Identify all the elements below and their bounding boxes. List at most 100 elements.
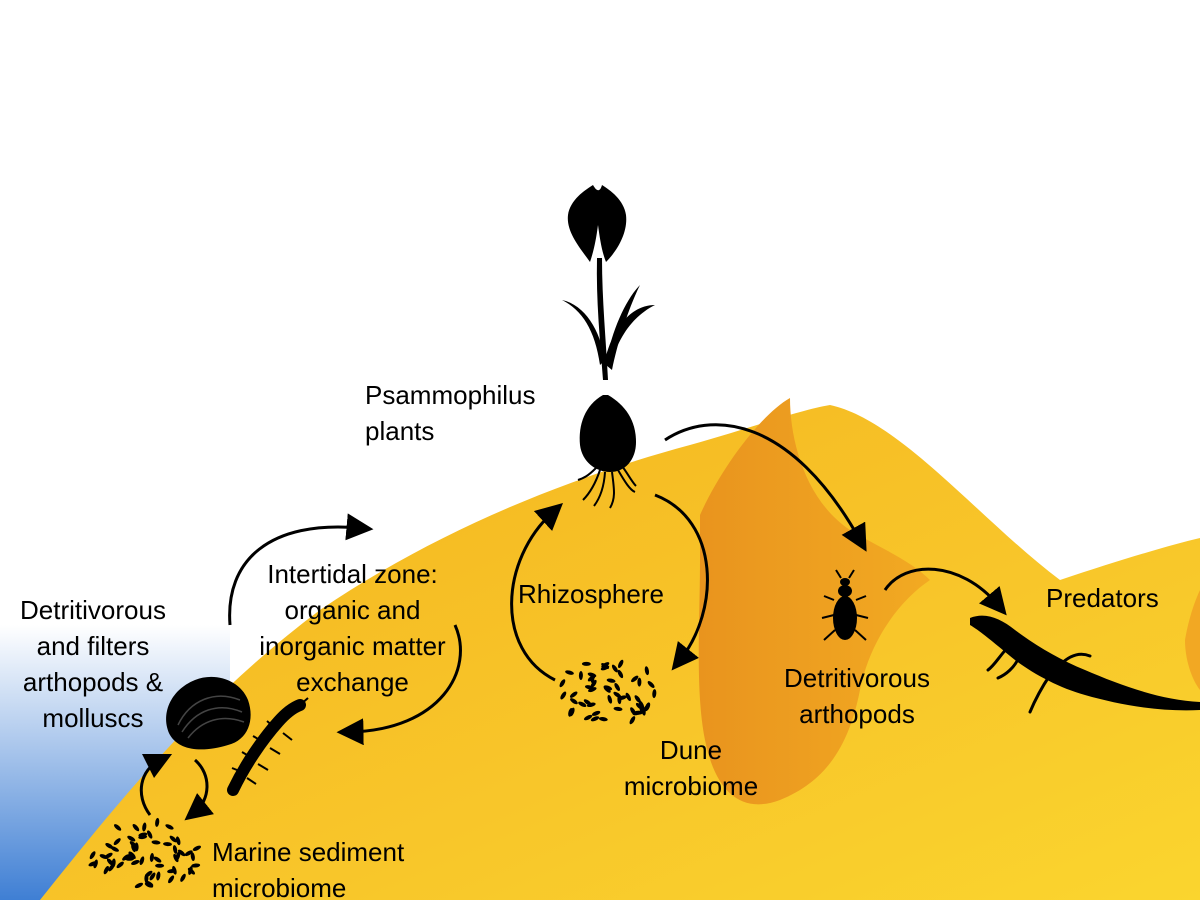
microbe — [172, 845, 178, 854]
arrow-rhizo-up — [510, 502, 563, 682]
microbe — [149, 853, 154, 862]
microbe — [122, 854, 130, 861]
microbe — [647, 681, 655, 688]
label-line: Detritivorous — [20, 595, 166, 625]
microbe — [625, 692, 632, 702]
microbe — [151, 840, 161, 845]
microbe — [175, 851, 181, 861]
microbe — [132, 823, 140, 832]
label-line: Dune — [659, 735, 723, 765]
microbe — [568, 708, 573, 717]
microbe — [138, 832, 148, 837]
label-marine-sediment: Marine sediment microbiome — [212, 834, 404, 906]
microbe — [149, 872, 156, 881]
label-rhizosphere: Rhizosphere — [518, 576, 664, 612]
microbe — [155, 863, 165, 868]
arrow-marine-down — [184, 758, 214, 821]
microbe — [156, 871, 161, 881]
microbe — [88, 861, 97, 867]
microbe — [611, 664, 618, 673]
microbe — [192, 845, 202, 851]
microbe — [607, 694, 613, 704]
label-line: molluscs — [42, 703, 144, 733]
label-line: organic and — [284, 595, 421, 625]
arrow-arthropods-to-predators — [883, 567, 1007, 616]
microbe — [652, 689, 657, 699]
microbe — [155, 817, 160, 827]
arrow-plant-to-arthropods — [664, 423, 867, 552]
microbe — [578, 701, 587, 708]
microbe — [631, 675, 639, 683]
microbe — [103, 865, 109, 875]
microbe — [583, 714, 593, 721]
microbe — [131, 843, 136, 853]
microbe — [146, 830, 153, 839]
microbe-cluster-icon — [559, 659, 657, 725]
microbe — [168, 875, 175, 884]
microbe — [110, 846, 119, 852]
worm-icon — [227, 697, 309, 796]
microbe — [128, 851, 134, 860]
microbe — [637, 677, 642, 687]
microbe — [634, 695, 641, 703]
microbe — [578, 671, 583, 680]
arrow-rhizo-down — [654, 493, 709, 671]
microbe — [598, 717, 608, 722]
microbe — [104, 852, 113, 859]
label-line: Detritivorous — [784, 663, 930, 693]
microbe — [142, 822, 147, 832]
microbe — [139, 856, 145, 866]
microbe — [644, 666, 650, 676]
microbe — [172, 865, 177, 875]
label-intertidal-zone: Intertidal zone: organic and inorganic m… — [240, 556, 465, 700]
microbe — [175, 836, 181, 846]
label-psammophilus-plants: Psammophilus plants — [365, 377, 536, 449]
microbe-cluster-icon — [88, 817, 202, 889]
label-line: inorganic matter — [259, 631, 446, 661]
microbe — [184, 850, 193, 857]
label-line: microbiome — [212, 873, 347, 903]
label-dune-microbiome: Dune microbiome — [612, 732, 770, 804]
microbe — [601, 662, 610, 668]
microbe — [638, 700, 645, 710]
microbe — [163, 842, 172, 847]
microbe — [644, 702, 650, 711]
microbe — [116, 861, 124, 869]
label-line: and filters — [36, 631, 150, 661]
label-line: plants — [365, 416, 435, 446]
microbe — [127, 835, 136, 842]
microbe — [588, 687, 597, 693]
microbe — [565, 670, 574, 675]
label-line: Predators — [1046, 583, 1159, 613]
microbe — [590, 716, 600, 722]
microbe — [613, 691, 622, 698]
microbe — [603, 685, 613, 691]
label-detritivorous-filters: Detritivorous and filters arthopods & mo… — [6, 592, 180, 736]
microbe — [113, 824, 122, 831]
microbe — [617, 659, 624, 669]
microbe — [169, 835, 177, 843]
microbe — [180, 873, 186, 882]
label-line: exchange — [296, 667, 409, 697]
microbe — [606, 678, 616, 683]
microbe — [153, 856, 162, 863]
microbe — [191, 863, 201, 868]
microbe — [587, 675, 596, 682]
label-line: Intertidal zone: — [267, 559, 438, 589]
arrow-marine-up — [139, 753, 173, 816]
microbe — [190, 852, 195, 862]
label-line: arthopods & — [22, 667, 164, 697]
arrow-intertidal-down — [336, 624, 462, 746]
microbe — [586, 702, 596, 708]
label-line: Marine sediment — [212, 837, 405, 867]
microbe — [165, 824, 174, 830]
main-dune — [40, 405, 1200, 900]
microbe — [570, 698, 578, 705]
label-predators: Predators — [1046, 580, 1159, 616]
microbe — [108, 863, 115, 872]
microbe — [590, 679, 597, 688]
microbe — [559, 679, 566, 688]
microbe — [560, 691, 567, 700]
microbe — [144, 870, 153, 878]
